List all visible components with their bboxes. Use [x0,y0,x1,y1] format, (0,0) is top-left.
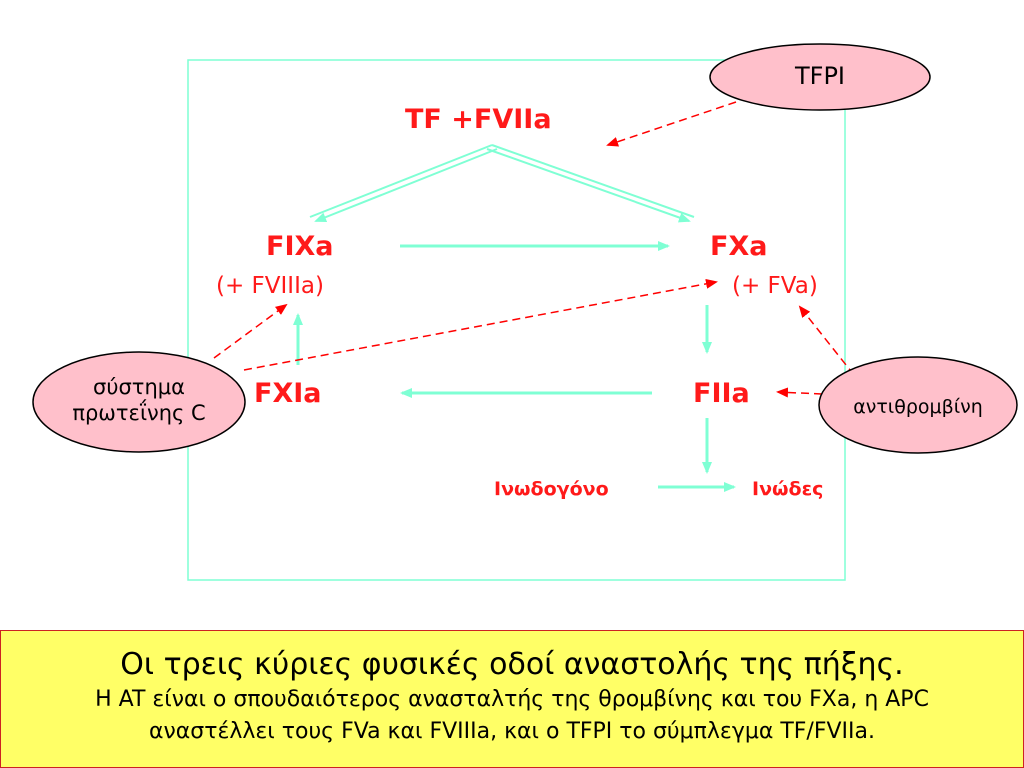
inhibit-antithrombin-to-fiia [776,387,823,398]
protein-c-label-line1: σύστημα [93,375,185,399]
diagram-frame [187,59,846,581]
antithrombin-ellipse [818,356,1018,454]
protein-c-ellipse [32,351,246,453]
inhibit-proteinc-to-fva [243,278,718,371]
inhibit-tfpi-to-tf [606,101,737,147]
inhibit-antithrombin-to-fva [798,305,855,376]
caption-title: Οι τρεις κύριες φυσικές οδοί αναστολής τ… [120,647,904,682]
caption-box: Οι τρεις κύριες φυσικές οδοί αναστολής τ… [0,630,1024,768]
inhibit-proteinc-to-fviiia [213,303,288,359]
arrow-tf-to-fxa [486,144,695,223]
node-fiia: FIIa [693,378,750,409]
antithrombin-label: αντιθρομβίνη [853,396,983,418]
node-tf-fviia: TF +FVIIa [405,104,552,135]
protein-c-label-line2: πρωτεΐνης C [72,401,206,425]
node-fibrin: Ινώδες [752,478,824,500]
tfpi-label: TFPI [794,62,845,90]
node-fixa: FIXa [266,231,334,262]
caption-line3: αναστέλλει τους FVa και FVIIIa, και ο TF… [149,719,875,744]
tfpi-ellipse [709,43,931,111]
node-fva: (+ FVa) [732,273,818,299]
arrow-tf-to-fixa [309,144,498,222]
protein-c-label: σύστημα πρωτεΐνης C [33,374,245,426]
node-fxia: FXIa [254,378,322,409]
node-fxa: FXa [710,231,768,262]
caption-line2: Η AT είναι ο σπουδαιότερος ανασταλτής τη… [95,687,929,712]
node-fibrinogen: Ινωδογόνο [494,478,609,500]
node-fviiia: (+ FVIIIa) [216,273,324,299]
